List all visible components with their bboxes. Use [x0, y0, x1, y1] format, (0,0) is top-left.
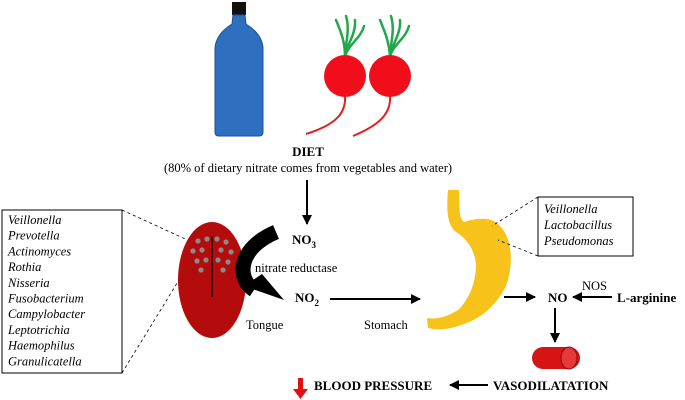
- nitrite-label: NO2: [295, 290, 320, 308]
- beet-left: [324, 55, 366, 97]
- blood-pressure-label: BLOOD PRESSURE: [314, 378, 432, 393]
- tongue-label: Tongue: [246, 318, 284, 332]
- bacteria-item: Haemophilus: [7, 339, 75, 353]
- nitrate-reductase-label: nitrate reductase: [255, 261, 338, 275]
- decrease-arrow-icon: [293, 378, 308, 399]
- bacteria-item: Pseudomonas: [543, 234, 614, 248]
- bacteria-item: Leptotrichia: [7, 323, 70, 337]
- tongue-bacteria-box: [1, 209, 123, 374]
- beet-root-right: [352, 95, 392, 137]
- bacteria-item: Rothia: [7, 260, 41, 274]
- stomach-bacteria-box: [537, 196, 634, 257]
- bacteria-item: Actinomyces: [7, 244, 71, 258]
- bacteria-item: Veillonella: [8, 213, 61, 227]
- bacteria-item: Fusobacterium: [7, 292, 84, 306]
- stomach-icon: [427, 190, 511, 330]
- beet-right: [369, 55, 411, 97]
- water-bottle-icon: [214, 2, 264, 137]
- beet-leaf-right: [378, 14, 411, 58]
- nitric-oxide-label: NO: [548, 290, 568, 305]
- diet-subtitle: (80% of dietary nitrate comes from veget…: [164, 161, 452, 175]
- tongue-leader-top: [121, 209, 197, 245]
- diet-title: DIET: [292, 144, 324, 159]
- l-arginine-label: L-arginine: [617, 290, 676, 305]
- tongue-icon: [178, 222, 246, 338]
- tongue-bacteria-list: VeillonellaPrevotellaActinomycesRothiaNi…: [7, 213, 85, 368]
- stomach-label: Stomach: [364, 318, 408, 332]
- bacteria-item: Prevotella: [7, 229, 60, 243]
- stomach-leader-top: [491, 196, 539, 227]
- beet-root-left: [305, 95, 347, 135]
- bacteria-item: Lactobacillus: [543, 218, 612, 232]
- bacteria-item: Campylobacter: [8, 307, 85, 321]
- bacteria-item: Granulicatella: [8, 354, 82, 368]
- nitrate-reductase-arrow: [235, 225, 284, 300]
- nos-label: NOS: [582, 279, 607, 293]
- bottle-cap: [232, 2, 246, 15]
- beet-leaf-left: [334, 14, 366, 58]
- blood-vessel-icon: [532, 346, 580, 370]
- beetroot-icon: [305, 14, 411, 137]
- tongue-papillae: [190, 236, 234, 273]
- bacteria-item: Nisseria: [7, 276, 50, 290]
- stomach-leader-bottom: [497, 239, 539, 257]
- bottle-body: [214, 14, 264, 137]
- bacteria-item: Veillonella: [544, 202, 597, 216]
- vasodilatation-label: VASODILATATION: [493, 378, 609, 393]
- nitrate-label: NO3: [292, 232, 317, 250]
